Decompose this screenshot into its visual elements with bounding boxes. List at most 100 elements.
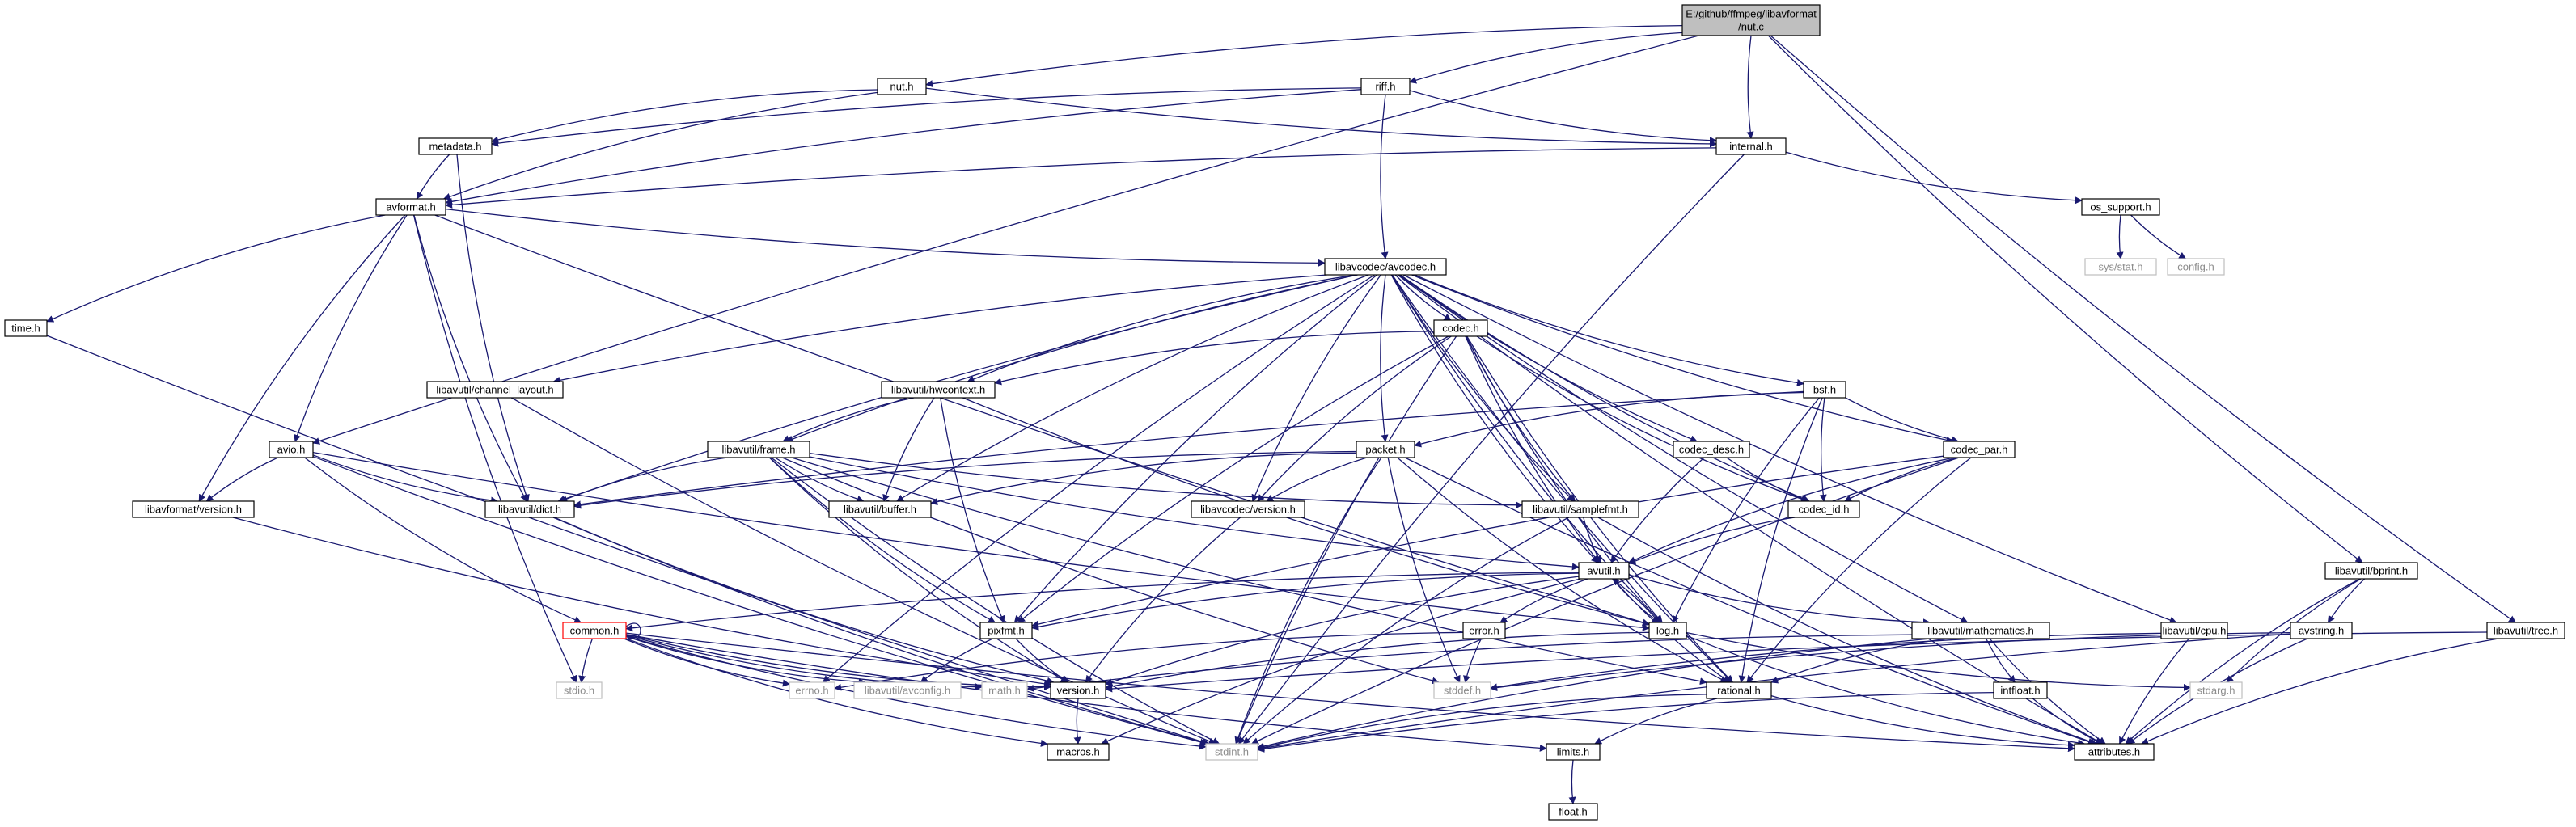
node-box — [789, 681, 835, 699]
node-log-h[interactable]: log.h — [1648, 622, 1687, 639]
node-os-support-h[interactable]: os_support.h — [2081, 198, 2160, 216]
edge-nut_h-to-metadata_h — [491, 89, 878, 144]
node-lavf-version-h[interactable]: libavformat/version.h — [132, 500, 255, 518]
node-avcodec-h[interactable]: libavcodec/avcodec.h — [1324, 258, 1447, 276]
node-codec-h[interactable]: codec.h — [1433, 319, 1488, 337]
node-lavc-version-h[interactable]: libavcodec/version.h — [1191, 500, 1305, 518]
node-limits-h[interactable]: limits.h — [1546, 743, 1601, 761]
node-nut-h[interactable]: nut.h — [877, 78, 927, 95]
node-root[interactable]: E:/github/ffmpeg/libavformat/nut.c — [1681, 4, 1821, 36]
node-box — [1578, 562, 1630, 580]
node-avutil-h[interactable]: avutil.h — [1578, 562, 1630, 580]
node-box — [2167, 258, 2225, 276]
node-box — [1521, 500, 1639, 518]
edge-avio_h-to-stdint_h — [312, 456, 1208, 746]
node-samplefmt-h[interactable]: libavutil/samplefmt.h — [1521, 500, 1639, 518]
node-time-h[interactable]: time.h — [4, 319, 48, 337]
edge — [445, 147, 1717, 209]
node-label: os_support.h — [2090, 201, 2151, 213]
node-rational-h[interactable]: rational.h — [1706, 681, 1772, 699]
edge — [625, 632, 2075, 753]
edge — [312, 456, 1208, 746]
edge — [2141, 638, 2499, 745]
edge-layer — [46, 24, 2517, 804]
edge-packet_h-to-lavc_version_h — [1266, 457, 1368, 502]
edge — [205, 457, 278, 502]
edge-frame_h-to-version_h — [768, 457, 1068, 683]
edge-frame_h-to-buffer_h — [774, 457, 865, 503]
node-common-h[interactable]: common.h — [562, 622, 627, 639]
node-attributes-h[interactable]: attributes.h — [2074, 743, 2155, 761]
node-codec-desc-h[interactable]: codec_desc.h — [1673, 441, 1750, 458]
node-bprint-h[interactable]: libavutil/bprint.h — [2324, 562, 2418, 580]
edge — [1610, 457, 1705, 563]
node-box — [1462, 622, 1506, 639]
node-box — [1993, 681, 2048, 699]
node-box — [1324, 258, 1447, 276]
edge-avformat_h-to-avio_h — [294, 214, 408, 442]
node-bsf-h[interactable]: bsf.h — [1803, 381, 1846, 399]
edge-frame_h-to-pixfmt_h — [769, 457, 996, 623]
node-frame-h[interactable]: libavutil/frame.h — [707, 441, 810, 458]
edge — [1017, 335, 1449, 623]
node-intfloat-h[interactable]: intfloat.h — [1993, 681, 2048, 699]
node-version-h[interactable]: version.h — [1050, 681, 1106, 699]
node-label: libavutil/bprint.h — [2335, 565, 2408, 577]
node-box — [877, 78, 927, 95]
edge — [560, 457, 728, 503]
node-box — [1433, 319, 1488, 337]
node-macros-h[interactable]: macros.h — [1047, 743, 1110, 761]
edge — [1242, 517, 1569, 745]
node-codec-id-h[interactable]: codec_id.h — [1787, 500, 1860, 518]
node-hwcontext-h[interactable]: libavutil/hwcontext.h — [881, 381, 996, 399]
edge-mathematics_h-to-stdint_h — [1257, 638, 1931, 750]
node-config-h: config.h — [2167, 258, 2225, 276]
node-label: codec_par.h — [1951, 444, 2008, 456]
node-channel-layout-h[interactable]: libavutil/channel_layout.h — [426, 381, 564, 399]
node-error-h[interactable]: error.h — [1462, 622, 1506, 639]
node-mathematics-h[interactable]: libavutil/mathematics.h — [1911, 622, 2050, 639]
edge — [510, 397, 1216, 745]
edge-avio_h-to-lavf_version_h — [205, 457, 278, 502]
node-box — [1546, 743, 1601, 761]
node-internal-h[interactable]: internal.h — [1715, 137, 1787, 155]
node-label: codec_id.h — [1799, 504, 1850, 516]
node-codec-par-h[interactable]: codec_par.h — [1943, 441, 2016, 458]
edge — [1015, 638, 1069, 683]
edge-avcodec_h-to-cpu_h — [1402, 274, 2177, 624]
edge — [925, 24, 1683, 88]
edge-samplefmt_h-to-stdint_h — [1242, 517, 1569, 745]
node-pixfmt-h[interactable]: pixfmt.h — [979, 622, 1033, 639]
edge-common_h-to-math_h — [625, 635, 983, 691]
edge-avcodec_h-to-channel_layout_h — [552, 274, 1327, 384]
node-packet-h[interactable]: packet.h — [1356, 441, 1415, 458]
edge-channel_layout_h-to-stdint_h — [510, 397, 1216, 745]
node-box — [2074, 743, 2155, 761]
node-label: errno.h — [795, 685, 828, 697]
edge-avcodec_h-to-packet_h — [1380, 274, 1389, 442]
node-float-h[interactable]: float.h — [1548, 803, 1598, 821]
edge-bsf_h-to-packet_h — [1414, 391, 1804, 448]
node-box — [2084, 258, 2157, 276]
edge-nut_h-to-internal_h — [925, 87, 1717, 148]
node-avformat-h[interactable]: avformat.h — [375, 198, 446, 216]
edge-avutil_h-to-mathematics_h — [1628, 574, 1931, 627]
node-riff-h[interactable]: riff.h — [1360, 78, 1411, 95]
edge-common_h-to-stdio_h — [578, 638, 594, 683]
node-metadata-h[interactable]: metadata.h — [418, 137, 493, 155]
edge — [456, 154, 530, 502]
edge-frame_h-to-dict_h — [560, 457, 728, 503]
node-box — [853, 681, 962, 699]
edge-metadata_h-to-dict_h — [456, 154, 530, 502]
node-dict-h[interactable]: libavutil/dict.h — [484, 500, 575, 518]
node-buffer-h[interactable]: libavutil/buffer.h — [828, 500, 932, 518]
edge-rational_h-to-attributes_h — [1770, 694, 2075, 749]
node-avstring-h[interactable]: avstring.h — [2290, 622, 2353, 639]
node-cpu-h[interactable]: libavutil/cpu.h — [2160, 622, 2228, 639]
edge — [625, 635, 1207, 750]
node-tree-h[interactable]: libavutil/tree.h — [2486, 622, 2565, 639]
node-avio-h[interactable]: avio.h — [269, 441, 314, 458]
edge-codec_h-to-lavc_version_h — [1257, 335, 1452, 502]
edge — [1686, 631, 2191, 691]
edge — [1235, 335, 1457, 745]
